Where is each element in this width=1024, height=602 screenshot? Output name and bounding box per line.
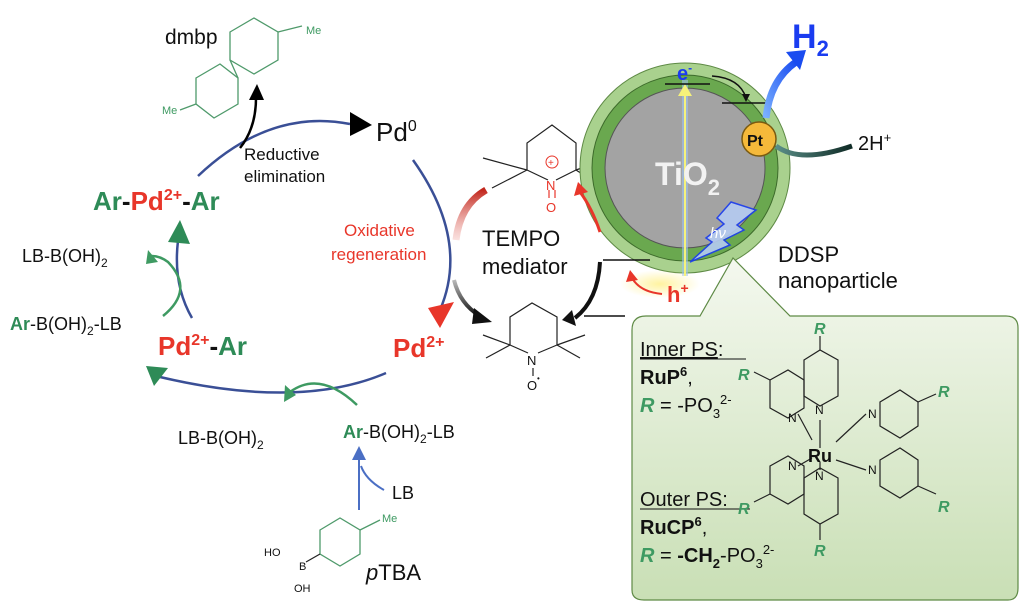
tempo-reduction-arrow [573, 261, 602, 320]
hole-glow [620, 270, 700, 298]
inner-ps-heading: Inner PS: [640, 339, 723, 361]
cycle-arc-bottom [159, 371, 387, 394]
ru-atom: Ru [808, 446, 832, 466]
ar-pd-ar-label: Ar-Pd2+-Ar [93, 186, 220, 216]
transmetalation-arrow-bottom [289, 382, 358, 406]
hole-to-tempo-head [574, 182, 588, 196]
dmbp-label: dmbp [165, 26, 218, 49]
arrowhead-tempo-radical [472, 308, 492, 324]
ptba-label: pTBA [365, 560, 421, 585]
ptba-me: Me [382, 513, 397, 525]
n-atom: N [815, 403, 824, 417]
ps-callout-box [631, 257, 1019, 601]
light-bolt-icon [689, 201, 758, 263]
transmetalation-arrow-left [151, 254, 182, 317]
hole-transfer-head [626, 270, 638, 282]
pd2-label: Pd2+ [393, 333, 444, 363]
tempo-radical-dot: • [537, 374, 540, 383]
arrowhead-to-pd2 [428, 302, 454, 328]
arrowhead-ar-boh2-lb [352, 446, 366, 460]
biaryl-bond [229, 59, 239, 79]
n-atom: N [788, 459, 797, 473]
oxidation-arrow-red [452, 186, 488, 241]
r-substituent: R [738, 501, 750, 518]
n-plus-circle [545, 155, 559, 169]
cycle-arc-top [197, 119, 351, 177]
tempo-radical [482, 302, 586, 376]
electron-transfer-head [742, 94, 750, 102]
bpy-ring-right-top [879, 389, 919, 439]
reductive-elimination-arrow [239, 97, 258, 149]
lb-boh2-lower-label: LB-B(OH)2 [178, 428, 264, 452]
ptba-b-bond [305, 553, 321, 563]
dmbp-molecule [179, 17, 303, 119]
arrowhead-lb-boh2-lower [284, 385, 296, 402]
n-atom: N [788, 411, 797, 425]
lb-boh2-upper-label: LB-B(OH)2 [22, 246, 108, 270]
tempo-oxo-n: N [546, 178, 555, 193]
r-substituent: R [938, 384, 950, 401]
pd0-label: Pd0 [376, 117, 417, 147]
lb-join-arrow [360, 465, 385, 491]
inner-ps-name: RuP6, [640, 364, 693, 389]
ar-boh2-lb-left-label: Ar-B(OH)2-LB [10, 314, 122, 338]
cycle-arc-right [411, 159, 452, 311]
outer-ps-heading: Outer PS: [640, 489, 728, 511]
proton-reduction-arrow [774, 143, 853, 158]
protons-label: 2H+ [858, 130, 891, 155]
lb-label: LB [392, 483, 414, 503]
ptba-ho: HO [264, 547, 281, 559]
r-substituent: R [814, 321, 826, 338]
inner-ps-r-def: R = -PO32- [640, 392, 732, 421]
ptba-molecule [319, 517, 381, 567]
tio2-label: TiO2 [655, 156, 720, 200]
tempo-plus: + [548, 158, 554, 169]
catalytic-cycle [146, 84, 454, 510]
n-atom: N [868, 463, 877, 477]
hole-label: h+ [667, 280, 689, 307]
ptba-b: B [299, 561, 306, 573]
tempo-radical-n: N [527, 353, 536, 368]
h2-label: H2 [792, 18, 829, 61]
outer-ps-name: RuCP6, [640, 514, 707, 539]
pt-catalyst [741, 121, 777, 157]
arrowhead-lb-boh2-upper [146, 250, 158, 264]
ddsp-nanoparticle [574, 50, 1019, 601]
dmbp-me-bottom: Me [162, 105, 177, 117]
arrowhead-to-pd0 [350, 112, 372, 136]
excitation-arrowhead [678, 84, 692, 96]
arrowhead-to-ar-pd-ar [168, 220, 190, 244]
ar-boh2-lb-bottom-label: Ar-B(OH)2-LB [343, 422, 455, 446]
r-substituent: R [814, 543, 826, 560]
n-atom: N [868, 407, 877, 421]
hv-label: hν [710, 225, 726, 242]
r-substituent: R [738, 367, 750, 384]
n-atom: N [815, 469, 824, 483]
ptba-oh: OH [294, 583, 311, 595]
hole-to-tempo-arrow [578, 191, 602, 233]
arrowhead-dmbp [249, 84, 264, 100]
r-substituent: R [938, 499, 950, 516]
ru-bipyridine-complex [753, 336, 937, 540]
arrowhead-to-pd-ar [146, 366, 168, 386]
tempo-oxo-o: O [546, 200, 556, 215]
arrowhead-tempo-return [562, 310, 576, 326]
pd-ar-label: Pd2+-Ar [158, 331, 247, 361]
h2-evolution-arrow [762, 59, 799, 119]
outer-ps-r-def: R = -CH2-PO32- [640, 542, 774, 571]
h2-arrowhead [786, 50, 806, 70]
electron-label: e- [677, 61, 692, 85]
pt-label: Pt [747, 133, 764, 150]
bpy-ring-top-left [769, 369, 805, 419]
dmbp-me-top: Me [306, 25, 321, 37]
tempo-radical-o: O [527, 378, 537, 393]
